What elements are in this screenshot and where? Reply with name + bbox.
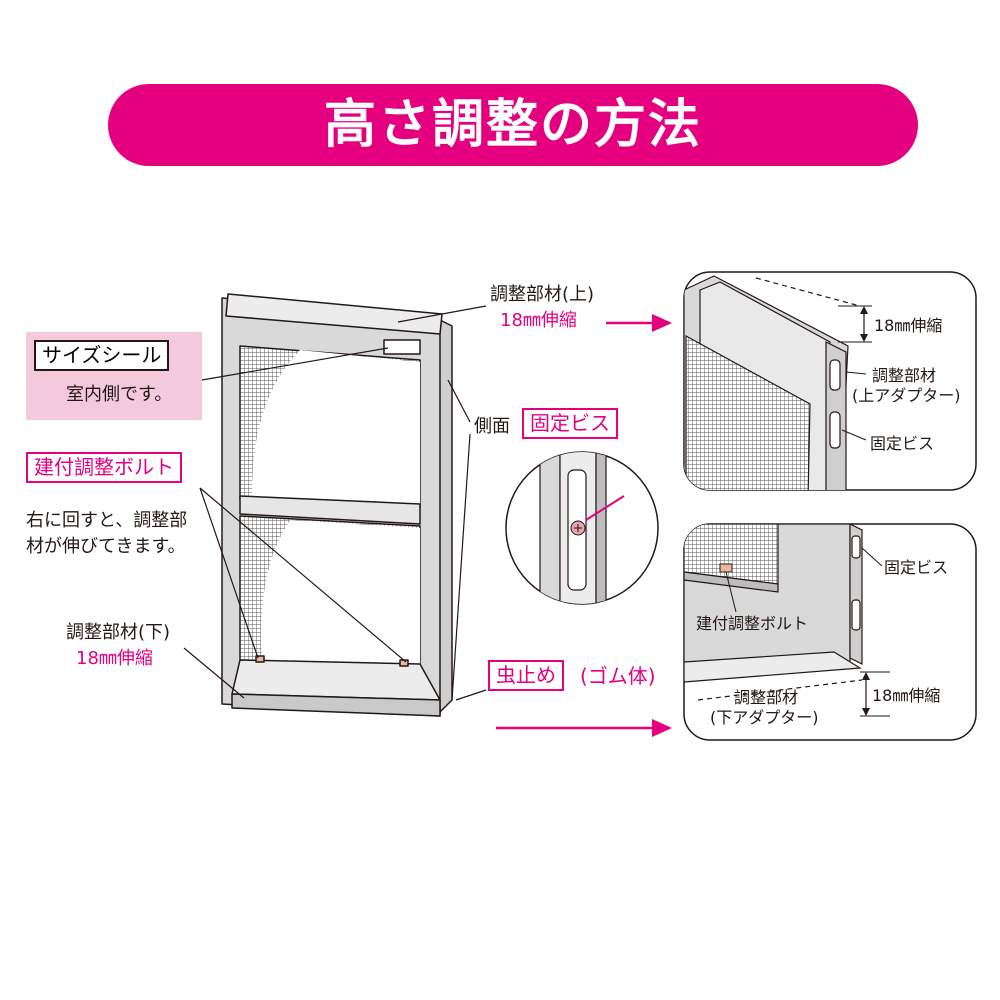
lower-extend-label: 18㎜伸縮 — [76, 648, 153, 669]
detail-bottom-member: 調整部材 — [734, 688, 799, 707]
upper-glass — [251, 350, 420, 508]
size-seal-label: サイズシール — [34, 340, 170, 371]
lower-member-label: 調整部材(下) — [66, 622, 171, 643]
upper-extend-label: 18㎜伸縮 — [500, 310, 577, 331]
middle-bar — [239, 495, 421, 525]
title-banner: 高さ調整の方法 — [108, 84, 918, 166]
detail-bottom-member-adapter: (下アダプター) — [710, 708, 819, 727]
size-seal-note: 室内側です。 — [66, 384, 173, 405]
lower-adapter — [231, 659, 441, 701]
rubber-label: (ゴム体) — [580, 664, 656, 688]
side-label: 側面 — [474, 416, 510, 437]
bolt-label: 建付調整ボルト — [26, 452, 182, 483]
detail-top-screw: 固定ビス — [870, 434, 935, 453]
insect-stop-label: 虫止め — [488, 660, 564, 691]
upper-adapter — [225, 293, 443, 335]
screen-frame — [221, 293, 453, 717]
page-title: 高さ調整の方法 — [323, 95, 702, 155]
screw-magnifier — [505, 451, 659, 605]
detail-bottom-screw: 固定ビス — [884, 558, 949, 577]
adjust-bolt-mark — [719, 563, 733, 573]
detail-top-member: 調整部材 — [872, 366, 937, 385]
bolt-left — [255, 655, 265, 663]
lower-glass — [261, 520, 420, 664]
fixing-screw-label: 固定ビス — [522, 408, 618, 439]
arrow-lower — [496, 719, 672, 737]
detail-bottom-panel — [683, 523, 977, 741]
detail-top-extend: 18㎜伸縮 — [874, 316, 943, 335]
detail-bottom-bolt: 建付調整ボルト — [696, 614, 809, 633]
detail-bottom-extend: 18㎜伸縮 — [872, 686, 941, 705]
detail-top-panel — [683, 271, 977, 491]
bolt-note-line2: 材が伸びてきます。 — [26, 536, 186, 557]
lower-adapter-face — [231, 693, 441, 717]
size-seal-mark — [383, 339, 421, 355]
bolt-note-line1: 右に回すと、調整部 — [26, 510, 188, 531]
leader-lines — [183, 305, 487, 701]
upper-member-label: 調整部材(上) — [490, 284, 595, 305]
detail-top-member-adapter: (上アダプター) — [852, 386, 961, 405]
arrow-upper — [606, 314, 672, 332]
